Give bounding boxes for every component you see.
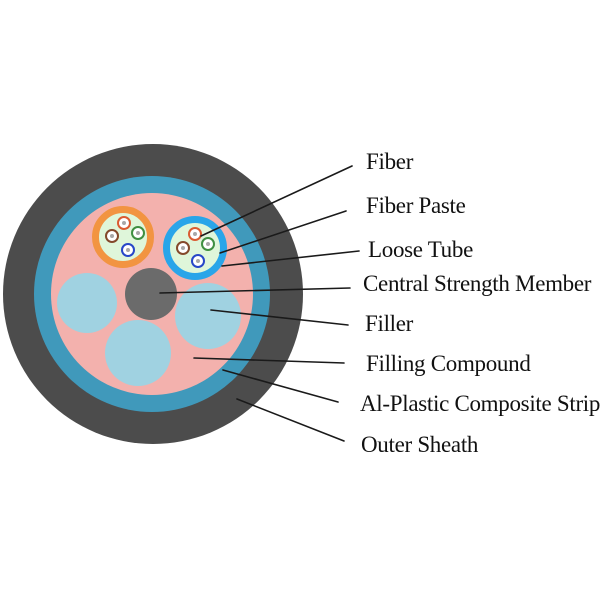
- fiber-core-dot: [193, 232, 197, 236]
- filler-right: [175, 283, 241, 349]
- label-filler: Filler: [365, 311, 414, 336]
- central-strength-member: [125, 268, 177, 320]
- filler-bottom: [105, 320, 171, 386]
- label-central-strength-member: Central Strength Member: [363, 271, 592, 296]
- fiber-core-dot: [126, 248, 130, 252]
- label-fiber-paste: Fiber Paste: [366, 193, 466, 218]
- fiber-brown-left-tube: [105, 229, 119, 243]
- fiber-red-left-tube: [117, 216, 131, 230]
- fiber-green-right-tube: [201, 237, 215, 251]
- label-fiber: Fiber: [366, 149, 414, 174]
- loose-tube-right: [163, 216, 227, 280]
- fiber-core-dot: [122, 221, 126, 225]
- fiber-core-dot: [136, 231, 140, 235]
- fiber-core-dot: [110, 234, 114, 238]
- label-outer-sheath: Outer Sheath: [361, 432, 479, 457]
- label-filling-compound: Filling Compound: [366, 351, 531, 376]
- fiber-core-dot: [196, 259, 200, 263]
- fiber-blue-right-tube: [191, 254, 205, 268]
- fiber-red-right-tube: [188, 227, 202, 241]
- fiber-core-dot: [206, 242, 210, 246]
- label-al-plastic-composite-strip: Al-Plastic Composite Strip: [360, 391, 600, 416]
- filler-left: [57, 273, 117, 333]
- fiber-green-left-tube: [131, 226, 145, 240]
- label-loose-tube: Loose Tube: [368, 237, 473, 262]
- fiber-core-dot: [181, 246, 185, 250]
- fiber-brown-right-tube: [176, 241, 190, 255]
- fiber-blue-left-tube: [121, 243, 135, 257]
